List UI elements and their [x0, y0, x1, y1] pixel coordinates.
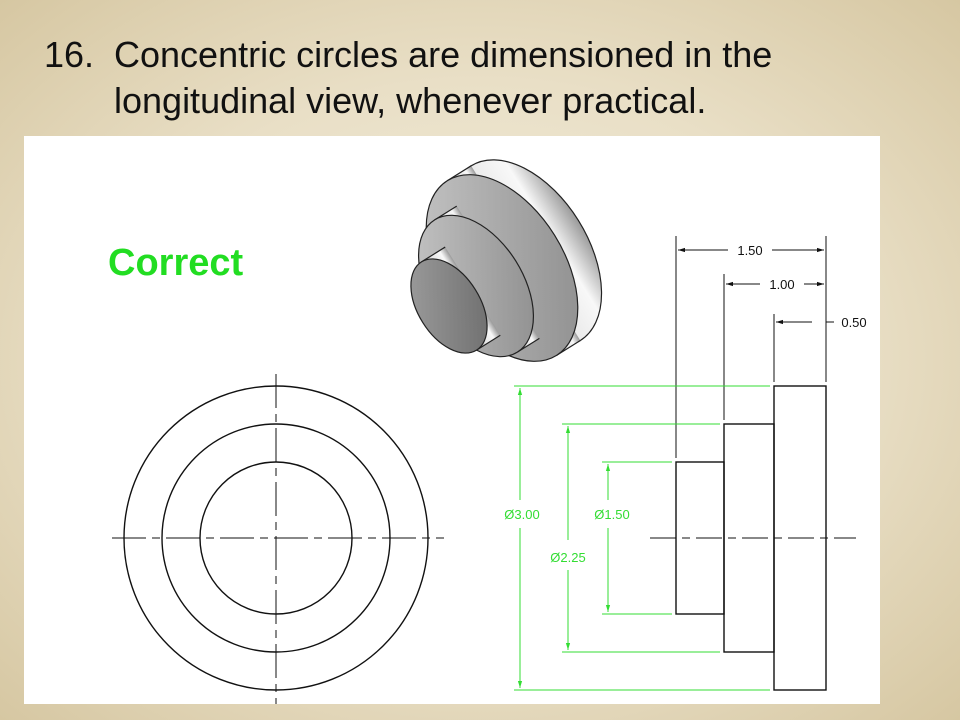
diameter-dimensions — [514, 385, 770, 691]
dim-1-50: 1.50 — [737, 243, 762, 258]
dim-dia-2-25: Ø2.25 — [550, 550, 585, 565]
title-line-2: longitudinal view, whenever practical. — [114, 80, 707, 121]
correct-label: Correct — [108, 242, 243, 284]
iso-disk-small — [410, 246, 501, 354]
dim-1-00: 1.00 — [769, 277, 794, 292]
dim-dia-3-00: Ø3.00 — [504, 507, 539, 522]
horizontal-dimensions — [675, 236, 834, 458]
technical-drawing: Correct — [108, 159, 867, 704]
title-line-1: Concentric circles are dimensioned in th… — [114, 34, 773, 75]
front-view-centerlines — [112, 374, 444, 704]
title-number: 16. — [44, 34, 95, 75]
dim-dia-1-50: Ø1.50 — [594, 507, 629, 522]
dim-0-50: 0.50 — [841, 315, 866, 330]
drawing-panel: Correct — [24, 136, 880, 704]
isometric-part — [410, 159, 603, 362]
